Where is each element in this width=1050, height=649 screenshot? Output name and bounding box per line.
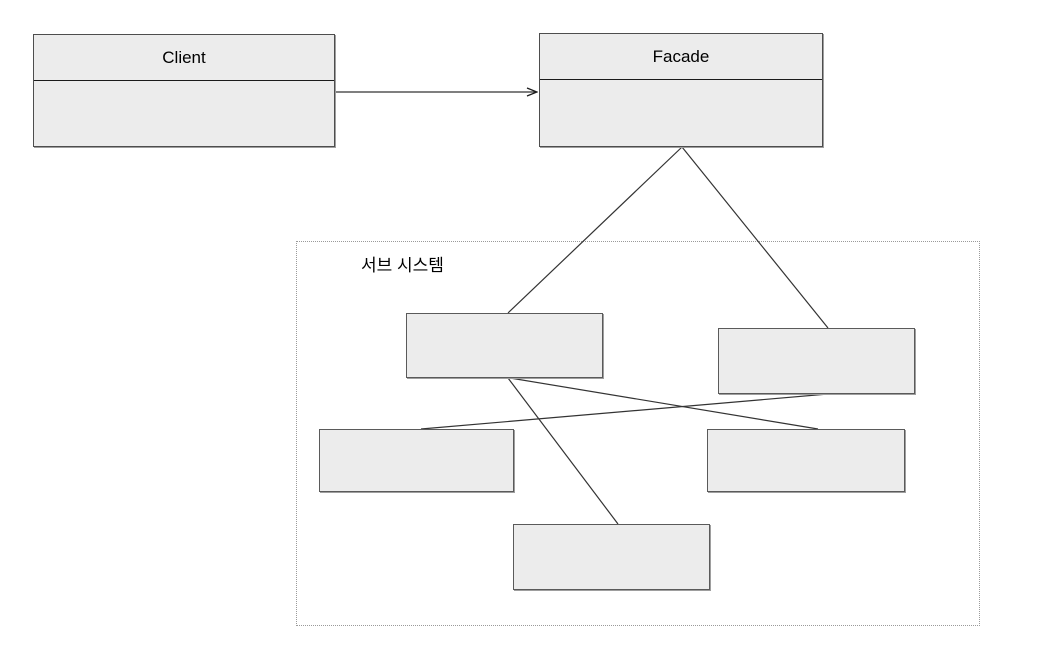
uml-node-subsystem-d[interactable]	[707, 429, 905, 492]
subsystem-group-label: 서브 시스템	[361, 256, 444, 275]
uml-node-title-facade: Facade	[540, 34, 822, 80]
uml-node-subsystem-b[interactable]	[718, 328, 915, 394]
uml-node-body-subsystem-e	[514, 525, 709, 589]
uml-node-body-client	[34, 81, 334, 146]
uml-node-facade[interactable]: Facade	[539, 33, 823, 147]
uml-node-subsystem-c[interactable]	[319, 429, 514, 492]
uml-node-subsystem-e[interactable]	[513, 524, 710, 590]
uml-node-body-subsystem-d	[708, 430, 904, 491]
uml-node-body-subsystem-c	[320, 430, 513, 491]
uml-node-subsystem-a[interactable]	[406, 313, 603, 378]
uml-node-body-subsystem-a	[407, 314, 602, 377]
uml-node-body-facade	[540, 80, 822, 146]
uml-node-body-subsystem-b	[719, 329, 914, 393]
uml-node-client[interactable]: Client	[33, 34, 335, 147]
uml-node-title-client: Client	[34, 35, 334, 81]
